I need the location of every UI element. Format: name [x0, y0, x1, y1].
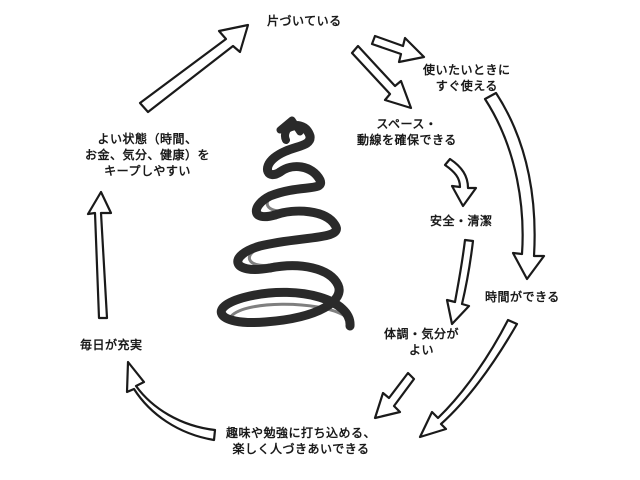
arrow-space-to-safe — [443, 157, 478, 208]
arrow-hobby-to-daily — [125, 360, 217, 442]
arrow-daily-to-keep — [86, 190, 113, 320]
node-usable: 使いたいときに すぐ使える — [423, 63, 511, 93]
node-space: スペース・ 動線を確保できる — [357, 117, 457, 147]
node-safe: 安全・清潔 — [430, 214, 493, 228]
arrow-tidy-to-usable — [370, 34, 426, 64]
node-keep: よい状態（時間、 お金、気分、健康）を キープしやすい — [85, 132, 211, 178]
arrow-tidy-to-space — [350, 44, 413, 110]
node-daily: 毎日が充実 — [80, 338, 143, 352]
arrow-health-to-hobby — [373, 371, 416, 420]
arrow-time-to-hobby — [418, 318, 519, 439]
node-health: 体調・気分が よい — [384, 327, 460, 357]
node-time: 時間ができる — [485, 290, 560, 304]
arrow-usable-to-time — [483, 91, 546, 281]
node-tidy: 片づいている — [267, 14, 342, 28]
arrow-keep-to-tidy — [138, 23, 250, 114]
node-hobby: 趣味や勉強に打ち込める、 楽しく人づきあいできる — [226, 426, 377, 456]
spiral-icon — [216, 116, 355, 331]
arrow-safe-to-health — [445, 238, 475, 326]
